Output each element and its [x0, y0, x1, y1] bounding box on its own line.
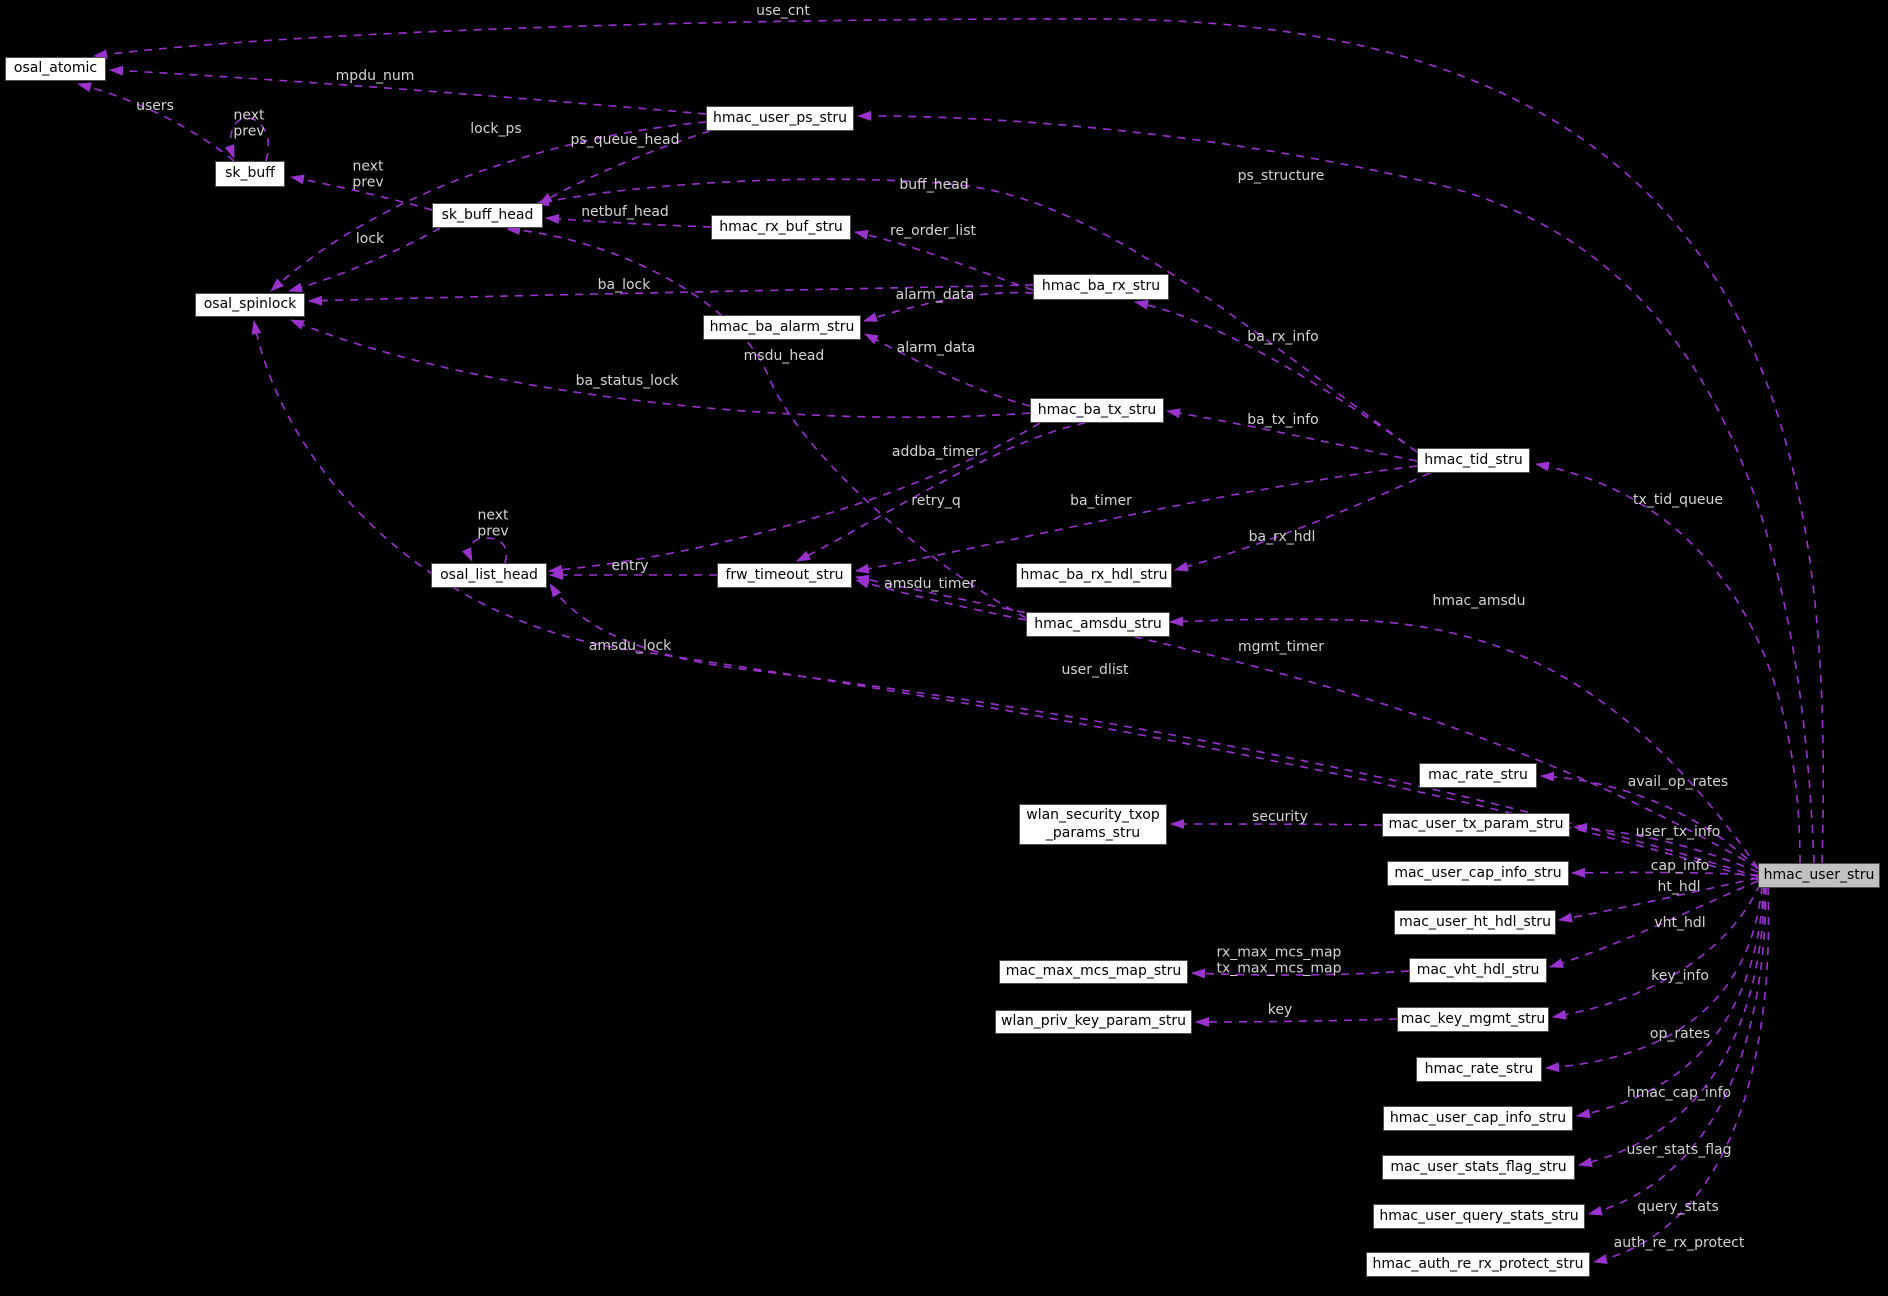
node-hmac-ba-alarm-stru[interactable]: hmac_ba_alarm_stru [703, 315, 861, 340]
edge-lock [288, 227, 441, 293]
edge-use-cnt [93, 18, 1825, 864]
edge-amsdu-timer [855, 578, 1027, 621]
edge-tx-tid-queue [1535, 461, 1801, 864]
edge-ps-queue-head [538, 130, 711, 205]
node-wlan-security-txop-params-stru[interactable]: wlan_security_txop _params_stru [1019, 804, 1167, 845]
node-mac-user-cap-info-stru[interactable]: mac_user_cap_info_stru [1387, 861, 1569, 886]
node-mac-key-mgmt-stru[interactable]: mac_key_mgmt_stru [1397, 1007, 1549, 1032]
edge-hmac-amsdu [1169, 616, 1759, 869]
edge-lock-ps [270, 121, 707, 292]
edge-mpdu-num [109, 65, 707, 115]
node-hmac-tid-stru[interactable]: hmac_tid_stru [1417, 448, 1530, 473]
edge-addba-timer [796, 422, 1086, 562]
edge-retry-q [548, 422, 1041, 575]
node-hmac-user-query-stats-stru[interactable]: hmac_user_query_stats_stru [1373, 1204, 1585, 1229]
edge-mgmt-timer [855, 574, 1759, 869]
edge-ht-hdl [1558, 877, 1759, 923]
node-mac-user-stats-flag-stru[interactable]: mac_user_stats_flag_stru [1382, 1155, 1575, 1180]
node-hmac-ba-rx-hdl-stru[interactable]: hmac_ba_rx_hdl_stru [1016, 563, 1172, 588]
edge-sk-buff-head-links [290, 174, 433, 211]
edge-ba-lock [308, 284, 1034, 306]
node-hmac-amsdu-stru[interactable]: hmac_amsdu_stru [1026, 612, 1170, 637]
node-sk-buff-head[interactable]: sk_buff_head [432, 203, 543, 228]
edge-avail-op-rates [1540, 771, 1759, 870]
node-frw-timeout-stru[interactable]: frw_timeout_stru [717, 563, 852, 588]
node-hmac-auth-re-rx-protect-stru[interactable]: hmac_auth_re_rx_protect_stru [1366, 1252, 1590, 1277]
edge-security [1170, 819, 1383, 830]
edge-user-tx-info [1573, 822, 1759, 873]
edge-ba-rx-hdl [1174, 472, 1431, 572]
edge-ba-timer [855, 465, 1418, 574]
edge-query-stats [1588, 886, 1767, 1216]
node-hmac-user-stru: hmac_user_stru [1758, 863, 1880, 888]
edge-list-loop [462, 537, 507, 564]
edge-ba-status-lock [290, 319, 1031, 419]
edge-users [77, 82, 235, 162]
edge-ba-rx-info [1134, 299, 1418, 453]
edge-buff-head [535, 178, 1418, 453]
node-osal-atomic[interactable]: osal_atomic [5, 57, 106, 81]
node-sk-buff[interactable]: sk_buff [215, 161, 285, 187]
edge-amsdu-lock [251, 320, 1760, 881]
edge-sk-buff-loop [224, 117, 270, 162]
node-wlan-priv-key-param-stru[interactable]: wlan_priv_key_param_stru [995, 1010, 1192, 1034]
node-hmac-rate-stru[interactable]: hmac_rate_stru [1416, 1057, 1542, 1082]
node-hmac-rx-buf-stru[interactable]: hmac_rx_buf_stru [711, 215, 851, 240]
node-mac-max-mcs-map-stru[interactable]: mac_max_mcs_map_stru [999, 960, 1188, 984]
edge-key-info [1552, 883, 1761, 1020]
node-hmac-user-cap-info-stru[interactable]: hmac_user_cap_info_stru [1383, 1106, 1573, 1131]
edge-mcs-map [1191, 968, 1410, 979]
node-mac-rate-stru[interactable]: mac_rate_stru [1419, 763, 1537, 788]
edge-ba-tx-info [1166, 408, 1418, 462]
edge-user-stats-flag [1578, 885, 1766, 1168]
node-osal-spinlock[interactable]: osal_spinlock [195, 293, 305, 317]
edge-re-order-list [854, 229, 1034, 291]
node-hmac-user-ps-stru[interactable]: hmac_user_ps_stru [706, 106, 854, 131]
edge-auth-re-rx-protect [1593, 886, 1770, 1265]
edge-cap-info [1571, 867, 1759, 878]
edge-netbuf-head [545, 213, 712, 228]
edge-alarm-data-tx [864, 333, 1031, 407]
edge-op-rates [1545, 885, 1763, 1073]
edge-ps-structure [857, 110, 1815, 864]
edge-alarm-data-rx [863, 291, 1034, 322]
edge-vht-hdl [1549, 880, 1759, 968]
edge-msdu-head [506, 225, 1027, 619]
node-osal-list-head[interactable]: osal_list_head [431, 563, 547, 588]
node-mac-user-ht-hdl-stru[interactable]: mac_user_ht_hdl_stru [1394, 910, 1556, 935]
node-mac-user-tx-param-stru[interactable]: mac_user_tx_param_stru [1382, 813, 1570, 837]
node-hmac-ba-tx-stru[interactable]: hmac_ba_tx_stru [1030, 398, 1164, 423]
edge-key [1195, 1016, 1398, 1027]
node-mac-vht-hdl-stru[interactable]: mac_vht_hdl_stru [1409, 958, 1547, 983]
node-hmac-ba-rx-stru[interactable]: hmac_ba_rx_stru [1033, 274, 1169, 300]
